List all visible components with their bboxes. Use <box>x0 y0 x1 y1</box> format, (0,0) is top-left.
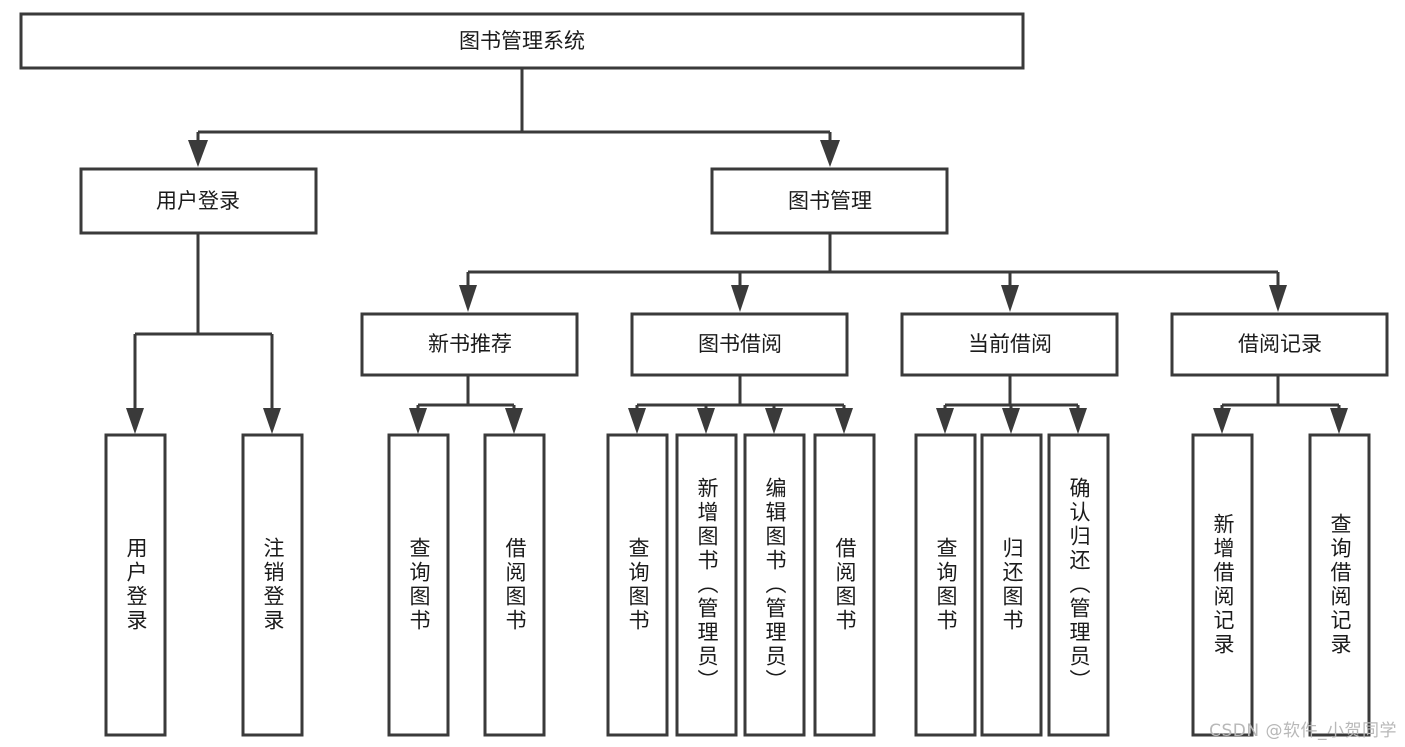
node-leaf-borrow-book-1-box[interactable] <box>483 433 546 737</box>
node-root[interactable]: 图书管理系统 <box>19 12 1025 70</box>
node-current-borrow[interactable]: 当前借阅 <box>900 312 1119 377</box>
arrowhead-root-to-login <box>188 140 208 167</box>
node-leaf-query-book-2-box[interactable] <box>606 433 669 737</box>
arrowhead-record-leaf-2 <box>1330 408 1348 434</box>
node-borrow-record[interactable]: 借阅记录 <box>1170 312 1389 377</box>
arrowhead-current-leaf-1 <box>936 408 954 434</box>
node-leaf-logout-box[interactable] <box>241 433 304 737</box>
node-leaf-user-login-box[interactable] <box>104 433 167 737</box>
arrowhead-login-leaf-1 <box>126 408 144 434</box>
arrowhead-bookmgmt-child-1 <box>459 285 477 312</box>
node-leaf-add-record-box[interactable] <box>1191 433 1254 737</box>
node-new-book-recommend[interactable]: 新书推荐 <box>360 312 579 377</box>
arrowhead-borrow-leaf-2 <box>697 408 715 434</box>
arrowhead-bookmgmt-child-3 <box>1001 285 1019 312</box>
node-leaf-add-book-box[interactable] <box>675 433 738 737</box>
node-leaf-query-book-3-box[interactable] <box>914 433 977 737</box>
node-book-management-box[interactable] <box>710 167 949 235</box>
node-leaf-edit-book-box[interactable] <box>743 433 806 737</box>
node-new-book-recommend-label: 新书推荐 <box>428 332 512 356</box>
arrowhead-borrow-leaf-4 <box>835 408 853 434</box>
connector-layer <box>126 68 1348 434</box>
csdn-watermark: CSDN @软件_小贺同学 <box>1209 721 1397 741</box>
arrowhead-login-leaf-2 <box>263 408 281 434</box>
node-leaf-borrow-book-2-box[interactable] <box>813 433 876 737</box>
node-book-management-label: 图书管理 <box>788 189 872 213</box>
node-leaf-confirm-return-box[interactable] <box>1047 433 1110 737</box>
node-book-borrow-label: 图书借阅 <box>698 332 782 356</box>
arrowhead-current-leaf-2 <box>1002 408 1020 434</box>
node-leaf-query-book-1-box[interactable] <box>387 433 450 737</box>
arrowhead-bookmgmt-child-2 <box>731 285 749 312</box>
node-leaf-return-book-box[interactable] <box>980 433 1043 737</box>
arrowhead-bookmgmt-child-4 <box>1269 285 1287 312</box>
node-user-login-label: 用户登录 <box>156 189 240 213</box>
arrowhead-newbook-leaf-1 <box>409 408 427 434</box>
arrowhead-current-leaf-3 <box>1069 408 1087 434</box>
arrowhead-root-to-bookmgmt <box>820 140 840 167</box>
arrowhead-record-leaf-1 <box>1213 408 1231 434</box>
node-layer: 图书管理系统 用户登录 图书管理 新书推荐 图书借阅 当前 <box>19 12 1389 737</box>
node-current-borrow-label: 当前借阅 <box>968 332 1052 356</box>
node-book-borrow-box[interactable] <box>630 312 849 377</box>
node-leaf-query-record-box[interactable] <box>1308 433 1371 737</box>
node-current-borrow-box[interactable] <box>900 312 1119 377</box>
arrowhead-newbook-leaf-2 <box>505 408 523 434</box>
node-borrow-record-label: 借阅记录 <box>1238 332 1322 356</box>
node-book-borrow[interactable]: 图书借阅 <box>630 312 849 377</box>
node-user-login-box[interactable] <box>79 167 318 235</box>
node-borrow-record-box[interactable] <box>1170 312 1389 377</box>
node-root-box[interactable] <box>19 12 1025 70</box>
arrowhead-borrow-leaf-3 <box>765 408 783 434</box>
node-user-login[interactable]: 用户登录 <box>79 167 318 235</box>
node-root-label: 图书管理系统 <box>459 29 585 53</box>
node-new-book-recommend-box[interactable] <box>360 312 579 377</box>
arrowhead-borrow-leaf-1 <box>628 408 646 434</box>
node-book-management[interactable]: 图书管理 <box>710 167 949 235</box>
